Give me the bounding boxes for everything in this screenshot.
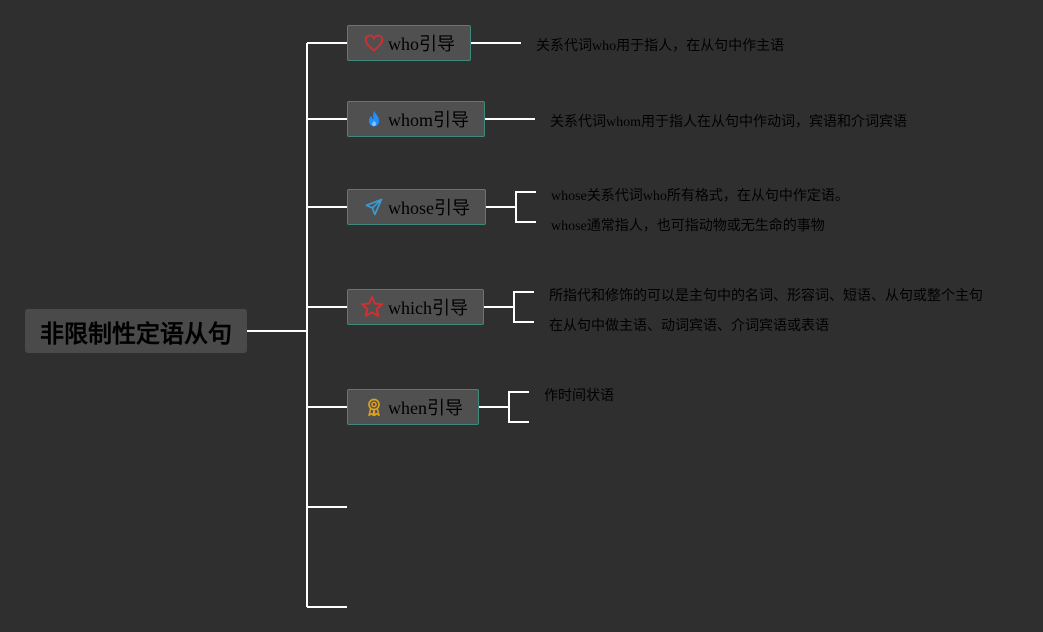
branch-topic-label: when引导 — [388, 398, 463, 418]
branch-topic-whom[interactable]: whom引导 — [347, 101, 485, 137]
fire-icon — [364, 109, 384, 129]
detail-whose-2[interactable]: whose通常指人，也可指动物或无生命的事物 — [551, 219, 825, 234]
heart-icon — [364, 33, 384, 53]
branch-topic-label: who引导 — [388, 34, 455, 54]
branch-topic-label: which引导 — [388, 298, 468, 318]
branch-topic-label: whom引导 — [388, 110, 469, 130]
root-topic[interactable]: 非限制性定语从句 — [25, 309, 247, 353]
branch-topic-whose[interactable]: whose引导 — [347, 189, 486, 225]
detail-which-1[interactable]: 所指代和修饰的可以是主句中的名词、形容词、短语、从句或整个主句 — [549, 289, 983, 304]
paper-plane-icon — [364, 197, 384, 217]
detail-whose-1[interactable]: whose关系代词who所有格式，在从句中作定语。 — [551, 189, 849, 204]
award-ribbon-icon — [364, 397, 384, 417]
branch-topic-when[interactable]: when引导 — [347, 389, 479, 425]
detail-who-1[interactable]: 关系代词who用于指人，在从句中作主语 — [536, 39, 785, 54]
detail-whom-1[interactable]: 关系代词whom用于指人在从句中作动词，宾语和介词宾语 — [550, 115, 907, 130]
detail-when-1[interactable]: 作时间状语 — [544, 389, 614, 404]
branch-topic-which[interactable]: which引导 — [347, 289, 484, 325]
branch-topic-label: whose引导 — [388, 198, 470, 218]
root-topic-label: 非限制性定语从句 — [40, 319, 232, 348]
leaf-bracket-whose — [515, 191, 536, 223]
detail-which-2[interactable]: 在从句中做主语、动词宾语、介词宾语或表语 — [549, 319, 829, 334]
branch-topic-who[interactable]: who引导 — [347, 25, 471, 61]
leaf-bracket-when — [508, 391, 529, 423]
star-icon — [360, 295, 384, 319]
leaf-bracket-which — [513, 291, 534, 323]
